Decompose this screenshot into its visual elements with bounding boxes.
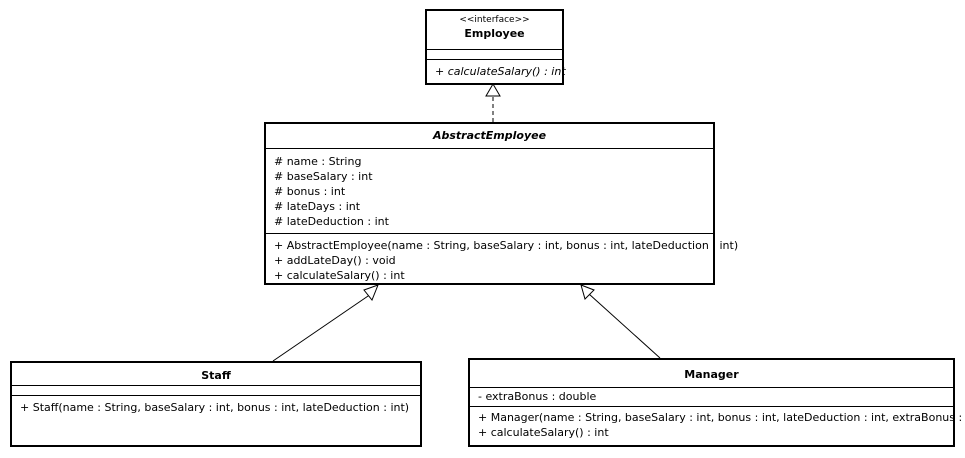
class-name: Manager: [684, 368, 739, 381]
class-name: Employee: [464, 27, 525, 40]
attributes-section: - extraBonus : double: [470, 387, 953, 406]
staff-generalization-edge: [272, 293, 372, 362]
attributes-section: [12, 385, 420, 395]
attribute: # lateDeduction : int: [274, 215, 389, 228]
operation: + AbstractEmployee(name : String, baseSa…: [274, 239, 739, 252]
manager-generalization-arrowhead: [580, 284, 595, 300]
operation: + addLateDay() : void: [274, 254, 396, 267]
attribute: # baseSalary : int: [274, 170, 373, 183]
manager-class-box: Manager - extraBonus : double + Manager(…: [468, 358, 965, 447]
attribute: # bonus : int: [274, 185, 346, 198]
class-header: AbstractEmployee: [266, 124, 713, 148]
employee-interface-box: <<interface>> Employee + calculateSalary…: [425, 9, 566, 85]
operation: + Manager(name : String, baseSalary : in…: [478, 411, 965, 424]
operation: + calculateSalary() : int: [435, 65, 566, 78]
operations-section: + Staff(name : String, baseSalary : int,…: [12, 395, 420, 415]
class-name: Staff: [201, 369, 231, 382]
manager-generalization-edge: [588, 293, 661, 359]
operations-section: + Manager(name : String, baseSalary : in…: [470, 406, 965, 440]
operations-section: + AbstractEmployee(name : String, baseSa…: [266, 233, 739, 283]
attribute: # lateDays : int: [274, 200, 361, 213]
operation: + Staff(name : String, baseSalary : int,…: [20, 401, 410, 414]
operations-section: + calculateSalary() : int: [427, 59, 566, 79]
operation: + calculateSalary() : int: [478, 426, 609, 439]
class-header: <<interface>> Employee: [427, 11, 562, 49]
class-name: AbstractEmployee: [432, 129, 547, 142]
stereotype-label: <<interface>>: [459, 15, 530, 25]
attribute: - extraBonus : double: [478, 390, 597, 403]
attributes-section: [427, 49, 562, 59]
attribute: # name : String: [274, 155, 362, 168]
staff-generalization-arrowhead: [363, 284, 379, 301]
realization-arrowhead: [485, 83, 501, 97]
class-header: Staff: [12, 363, 420, 385]
attributes-section: # name : String # baseSalary : int # bon…: [266, 148, 713, 233]
abstract-employee-class-box: AbstractEmployee # name : String # baseS…: [264, 122, 739, 285]
staff-class-box: Staff + Staff(name : String, baseSalary …: [10, 361, 422, 447]
class-header: Manager: [470, 360, 953, 387]
operation: + calculateSalary() : int: [274, 269, 405, 282]
